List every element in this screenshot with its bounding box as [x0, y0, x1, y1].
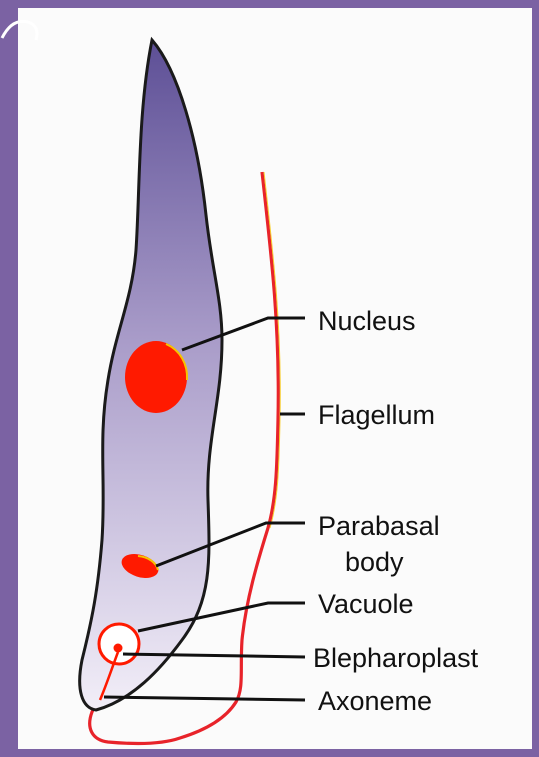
label-axoneme: Axoneme [318, 686, 432, 716]
label-parabasal-line1: Parabasal [318, 511, 440, 541]
label-nucleus: Nucleus [318, 306, 416, 336]
label-vacuole: Vacuole [318, 589, 414, 619]
leader-axoneme [104, 697, 305, 700]
label-flagellum: Flagellum [318, 400, 435, 430]
blepharoplast [114, 644, 123, 653]
label-parabasal-line2: body [345, 547, 404, 577]
label-blepharoplast: Blepharoplast [313, 643, 479, 673]
corner-mark [2, 21, 37, 40]
